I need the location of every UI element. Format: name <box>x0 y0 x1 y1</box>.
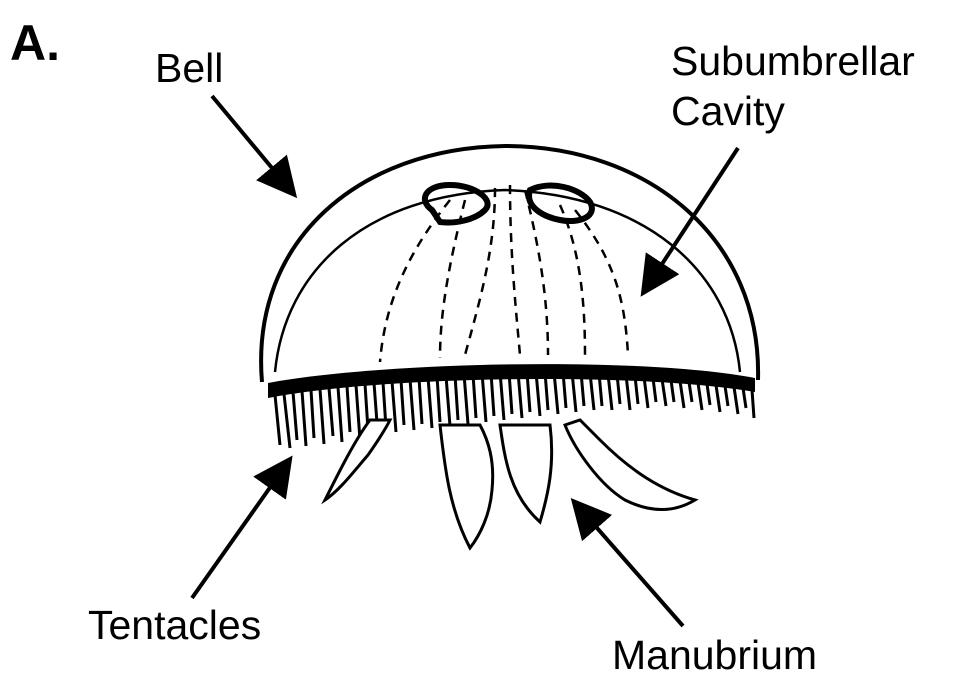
gonad-left <box>425 185 488 223</box>
oral-arm-right <box>565 420 695 509</box>
arrow-subumbrellar <box>645 148 738 290</box>
oral-arms <box>325 420 695 548</box>
gonad-right <box>529 186 592 221</box>
bell-inner-margin <box>275 190 740 372</box>
arrow-manubrium <box>576 504 683 626</box>
arrow-tentacles <box>192 462 288 598</box>
oral-arm-left <box>325 420 390 500</box>
arrow-bell <box>212 96 292 192</box>
bell-outline <box>261 146 758 382</box>
oral-arm-center-left <box>440 425 493 548</box>
oral-arm-center <box>500 425 552 522</box>
